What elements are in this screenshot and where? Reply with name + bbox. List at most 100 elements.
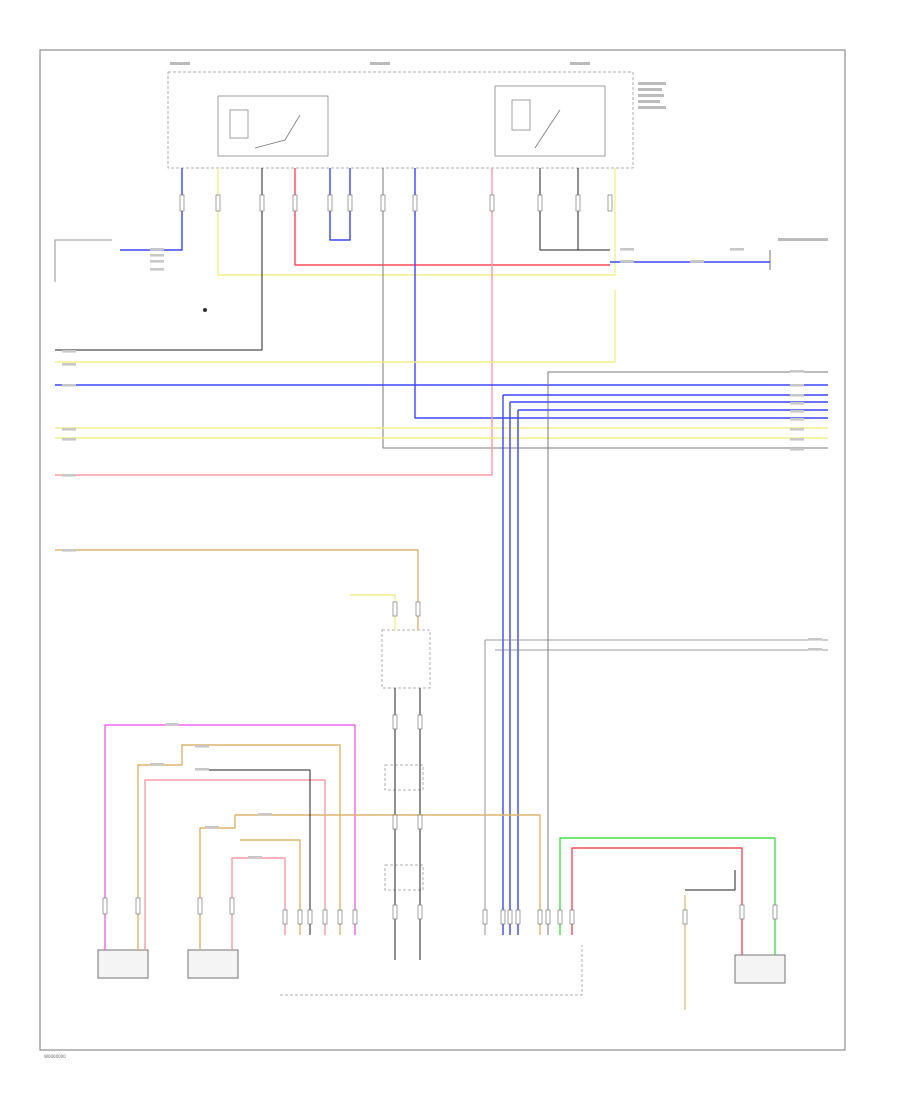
wire-label-0 [150,248,164,251]
wire-blue-loop [329,168,351,241]
wire-label-17 [790,394,804,397]
bottom-module-connector-12 [557,909,563,925]
bottom-module-connector-9 [515,909,521,925]
wire-pink-3 [231,857,286,950]
bottom-component-2 [187,949,239,979]
relay-left-box [217,95,329,157]
fuse-relay-box [167,71,634,169]
wire-yellow-ground [350,594,396,630]
module-top-connector-0 [392,601,398,617]
bottom-module-connector-5 [352,909,358,925]
bottom-module-connector-2 [307,909,313,925]
relay-left-switch [254,114,301,149]
bottom-module-connector-3 [322,909,328,925]
wire-magenta-1 [104,724,356,950]
module-mid-connector-0 [392,714,398,730]
wire-label-2 [150,260,164,263]
fuse-box-connector-3 [292,194,298,212]
wire-label-31 [205,826,219,829]
wire-label-7 [62,428,76,431]
comp1-connector-1 [135,897,141,915]
wire-label-19 [790,410,804,413]
comp2-connector-0 [197,897,203,915]
wire-label-9 [62,474,76,477]
middle-connector-1 [384,764,424,791]
wire-orange-2 [137,744,341,950]
fuse-box-connector-7 [412,194,418,212]
fuse-box-connector-4 [327,194,333,212]
footer-code: W0000000 [44,1054,66,1059]
comp2-connector-1 [229,897,235,915]
bottom-module-connector-7 [500,909,506,925]
comp1-connector-0 [102,897,108,915]
wire-label-15 [790,370,804,373]
wire-label-20 [790,418,804,421]
wire-label-18 [790,402,804,405]
fuse-box-labels [170,62,666,109]
relay-coil-left [229,109,249,139]
connectors [102,194,778,925]
bottom-component-3 [734,954,786,984]
bottom-module-connector-8 [507,909,513,925]
bottom-module-connector-4 [337,909,343,925]
fuse-box-connector-2 [259,194,265,212]
relay-right-switch [534,109,561,149]
wire-blue-left [120,168,183,251]
wire-label-30 [258,813,272,816]
wire-label-14 [730,248,744,251]
wire-label-32 [248,856,262,859]
ground-point-left [203,308,207,312]
wire-red-2 [571,847,743,955]
fuse-box-connector-11 [607,194,613,212]
relay-right-box [494,85,606,157]
wire-black-sw [200,769,311,935]
wire-label-16 [790,384,804,387]
fuse-box-connector-1 [215,194,221,212]
module-low-connector-1 [417,814,423,830]
wire-pink-2 [144,779,326,950]
wire-label-29 [150,763,164,766]
bottom-module-connector-13 [569,909,575,925]
wire-label-8 [62,438,76,441]
wire-gray-1 [382,168,828,449]
left-ground-bracket [54,239,112,282]
wire-black-r [685,870,736,891]
bottom-module-connector-10 [537,909,543,925]
wire-label-3 [150,268,164,271]
diagram-frame [39,49,846,1051]
relay-coil-right [511,99,531,131]
wire-yellow-1 [217,168,616,276]
wire-orange-3 [199,814,541,950]
fuse-box-connector-9 [537,194,543,212]
module-bottom-connector-0 [392,904,398,920]
bottom-module-connector-1 [297,909,303,925]
fuse-box-connector-10 [575,194,581,212]
wire-blue-main [414,168,828,419]
bottom-component-1 [97,949,149,979]
wire-label-13 [690,260,704,263]
wire-label-5 [62,363,76,366]
wire-label-6 [62,384,76,387]
bottom-module-bracket [280,945,583,996]
middle-connector-2 [384,864,424,891]
fuse-box-connector-8 [489,194,495,212]
wire-label-12 [620,260,634,263]
comp3-connector-1 [772,904,778,920]
comp3-connector-0 [739,904,745,920]
fuse-box-connector-0 [179,194,185,212]
wire-label-25 [808,648,822,651]
wire-orange-4 [240,839,301,935]
wire-label-23 [790,448,804,451]
module-top-connector-1 [415,601,421,617]
wire-yellow-2 [55,290,616,363]
wire-label-27 [195,745,209,748]
wire-black-1 [55,168,263,351]
wire-label-28 [195,768,209,771]
wire-labels [62,248,822,859]
wire-orange-1 [55,549,419,630]
module-mid-connector-1 [417,714,423,730]
wire-pink-1 [55,168,493,476]
right-connector-symbol [769,238,828,270]
wire-label-22 [790,438,804,441]
